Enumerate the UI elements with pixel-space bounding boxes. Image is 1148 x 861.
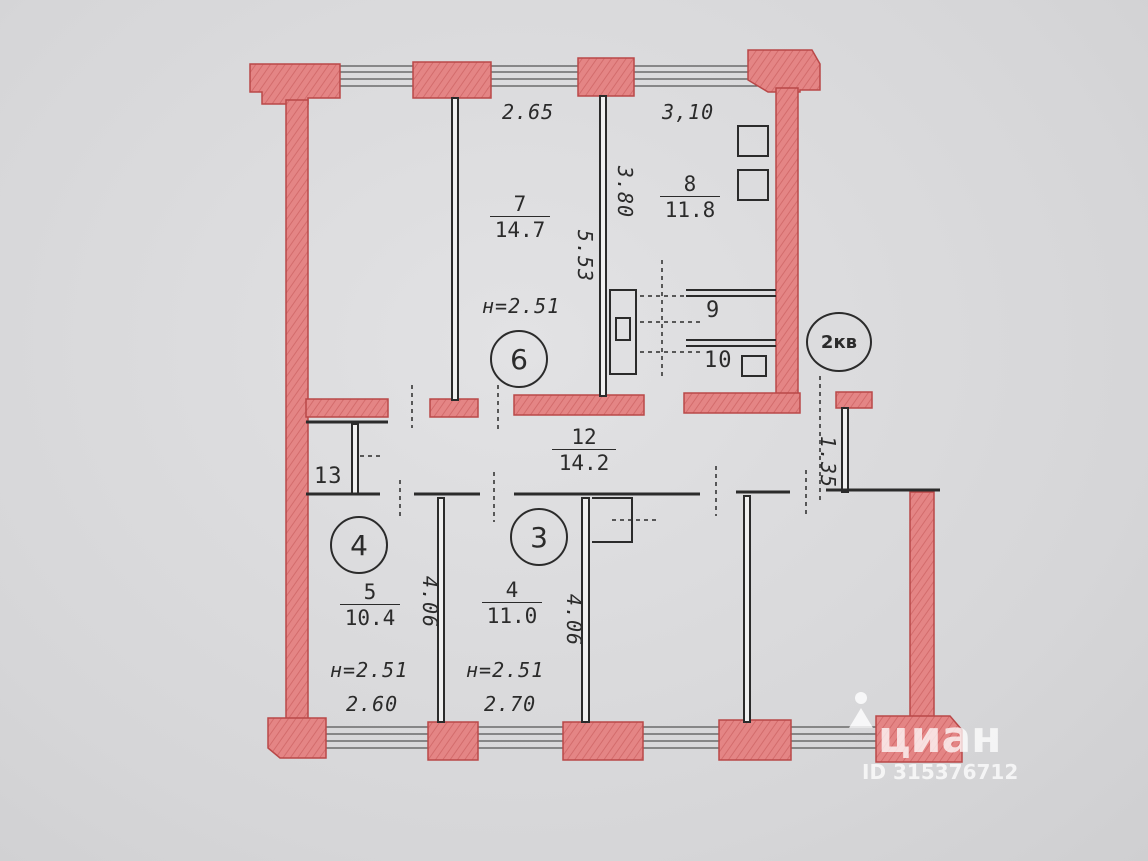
room-7-label: 7 14.7: [490, 192, 550, 243]
room-5-number: 5: [340, 580, 400, 605]
circled-label-3: 3: [510, 508, 568, 566]
watermark-id: ID 315376712: [862, 760, 1019, 784]
partition-room4-right: [581, 497, 590, 723]
room-9-number: 9: [706, 298, 721, 323]
apartment-tag: 2кв: [806, 312, 872, 372]
watermark-logo-icon: [846, 690, 876, 735]
door-markers: [360, 260, 821, 522]
dim-corridor: 1.35: [816, 435, 841, 489]
top-right-corner-wall: [747, 49, 821, 93]
room-4-label: 4 11.0: [482, 578, 542, 629]
room-8-number: 8: [660, 172, 720, 197]
stair-stub: [835, 391, 873, 409]
bath-fixtures: [592, 125, 776, 543]
dim-room5-side: 4.06: [418, 575, 443, 629]
room-8-label: 8 11.8: [660, 172, 720, 223]
bottom-pier-2: [562, 721, 644, 761]
sink-fixture: [741, 355, 767, 377]
bottom-pier-1: [427, 721, 479, 761]
bottom-right-corner-wall: [875, 715, 963, 763]
toilet-fixture: [615, 317, 631, 341]
dim-top-room8: 3,10: [662, 100, 715, 124]
top-pier-1: [412, 61, 492, 99]
room-12-number: 12: [552, 425, 616, 450]
partition-room4-5: [437, 497, 445, 723]
corridor-wall-1: [305, 398, 389, 418]
stove-fixture: [737, 125, 769, 157]
room-10-number: 10: [704, 348, 733, 373]
dim-room4-bottom: 2.70: [484, 692, 537, 716]
room-5-label: 5 10.4: [340, 580, 400, 631]
room-12-label: 12 14.2: [552, 425, 616, 476]
room-13-number: 13: [314, 464, 343, 489]
room-7-area: 14.7: [494, 218, 546, 242]
top-window-lines: [250, 65, 820, 87]
corridor-wall-2: [429, 398, 479, 418]
room-4-area: 11.0: [486, 604, 538, 628]
circled-label-6: 6: [490, 330, 548, 388]
dim-room8-side: 3.80: [613, 165, 638, 219]
watermark-brand: циан: [878, 712, 1002, 763]
room-12-area: 14.2: [558, 451, 610, 475]
sink-kitchen: [737, 169, 769, 201]
partitions: [351, 95, 849, 723]
dim-room4-side: 4.06: [562, 593, 587, 647]
top-pier-2: [577, 57, 635, 97]
corridor-wall-4: [683, 392, 801, 414]
wall-blocks: [249, 49, 963, 763]
partition-stair: [841, 407, 849, 493]
corridor-wall-3: [513, 394, 645, 416]
dim-room7-side: 5.53: [573, 229, 598, 283]
right-wall-lower: [909, 491, 935, 721]
bottom-left-corner-wall: [267, 717, 327, 759]
height-room4: н=2.51: [466, 658, 545, 682]
partition-room7-8: [599, 95, 607, 397]
dim-room5-bottom: 2.60: [346, 692, 399, 716]
dim-top-room7: 2.65: [502, 100, 555, 124]
height-room7: н=2.51: [482, 294, 561, 318]
top-left-corner-wall: [249, 63, 341, 105]
room-4-number: 4: [482, 578, 542, 603]
partition-right-room: [743, 495, 751, 723]
bottom-pier-3: [718, 719, 792, 761]
right-wall-upper: [775, 87, 799, 405]
partition-room7-left: [451, 97, 459, 401]
circled-label-4: 4: [330, 516, 388, 574]
room-7-number: 7: [490, 192, 550, 217]
room-5-area: 10.4: [344, 606, 396, 630]
corridor-lines: [306, 420, 940, 496]
shaft: [609, 289, 637, 375]
partition-room13: [351, 423, 359, 495]
left-exterior-wall: [285, 99, 309, 741]
height-room5: н=2.51: [330, 658, 409, 682]
room-8-area: 11.8: [664, 198, 716, 222]
